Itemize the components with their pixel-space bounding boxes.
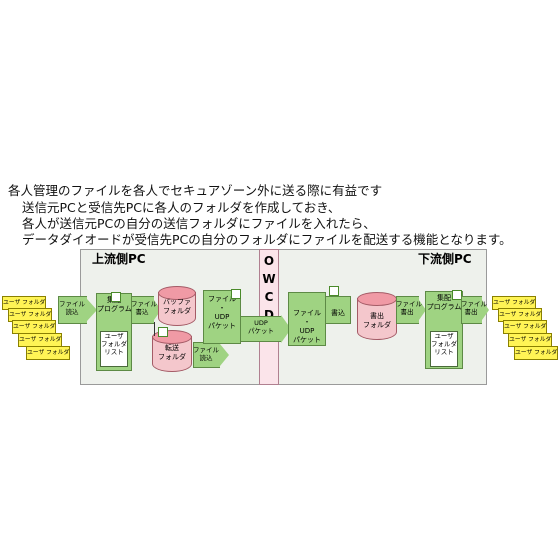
heading-line-1: 各人管理のファイルを各人でセキュアゾーン外に送る際に有益です xyxy=(8,183,383,198)
upstream-pc-title: 上流側PC xyxy=(92,252,146,266)
heading-line-3: 各人が送信元PCの自分の送信フォルダにファイルを入れたら、 xyxy=(22,216,376,231)
buffer-folder-label: バッファ フォルダ xyxy=(163,298,191,315)
user-folder-file: ユーザ フォルダ xyxy=(508,333,552,347)
owcd-letter: O xyxy=(263,254,275,268)
file-write-arrow-3: ファイル 書出 xyxy=(461,296,491,324)
file-read-label: ファイル 読込 xyxy=(59,300,85,316)
user-folder-list-doc: ユーザ フォルダ リスト xyxy=(100,331,128,367)
file-read-label-2: ファイル 読込 xyxy=(193,346,219,362)
file-write-label-3: ファイル 書出 xyxy=(461,300,487,316)
file-read-arrow: ファイル 読込 xyxy=(58,296,98,324)
user-folder-file: ユーザ フォルダ xyxy=(514,346,558,360)
port-square xyxy=(111,292,121,302)
file-write-label-2: ファイル 書出 xyxy=(396,300,422,316)
write-in-box: 書込 xyxy=(325,296,351,324)
file-udp-packet-label-2: ファイル ・ UDP パケット xyxy=(293,309,321,344)
write-in-label: 書込 xyxy=(331,309,345,317)
owcd-letter: D xyxy=(264,308,274,322)
write-folder-cylinder: 書出 フォルダ xyxy=(357,292,397,340)
udp-packet-label: UDP パケット xyxy=(248,319,274,335)
downstream-pc-title: 下流側PC xyxy=(418,252,472,266)
user-folder-file: ユーザ フォルダ xyxy=(12,320,56,334)
udp-packet-arrow: UDP パケット xyxy=(240,314,292,344)
heading-line-4: データダイオードが受信先PCの自分のフォルダにファイルを配送する機能となります。 xyxy=(22,232,512,247)
connector-line xyxy=(154,322,155,336)
user-folder-file: ユーザ フォルダ xyxy=(26,346,70,360)
file-write-label: ファイル 書込 xyxy=(131,300,157,316)
file-udp-packet-label: ファイル ・ UDP パケット xyxy=(208,295,236,330)
write-folder-label: 書出 フォルダ xyxy=(363,312,391,329)
user-folder-file: ユーザ フォルダ xyxy=(18,333,62,347)
file-write-arrow: ファイル 書込 xyxy=(131,296,161,324)
port-square xyxy=(231,289,241,299)
transfer-folder-label: 転送 フォルダ xyxy=(158,344,186,361)
owcd-letter: W xyxy=(262,272,276,286)
buffer-folder-cylinder: バッファ フォルダ xyxy=(158,286,196,326)
port-square xyxy=(158,327,168,337)
file-udp-packet-box-2: ファイル ・ UDP パケット xyxy=(288,292,326,346)
owcd-letter: C xyxy=(264,290,274,304)
port-square xyxy=(329,286,339,296)
user-folder-file: ユーザ フォルダ xyxy=(503,320,547,334)
user-folder-list-doc-2: ユーザ フォルダ リスト xyxy=(430,331,458,367)
port-square xyxy=(452,290,462,300)
file-udp-packet-box: ファイル ・ UDP パケット xyxy=(203,290,241,344)
heading-line-2: 送信元PCと受信先PCに各人のフォルダを作成しておき、 xyxy=(22,200,341,215)
collect-program-label-2: 集配 プログラム xyxy=(426,294,462,311)
file-read-arrow-2: ファイル 読込 xyxy=(193,342,231,370)
file-write-arrow-2: ファイル 書出 xyxy=(396,296,428,324)
